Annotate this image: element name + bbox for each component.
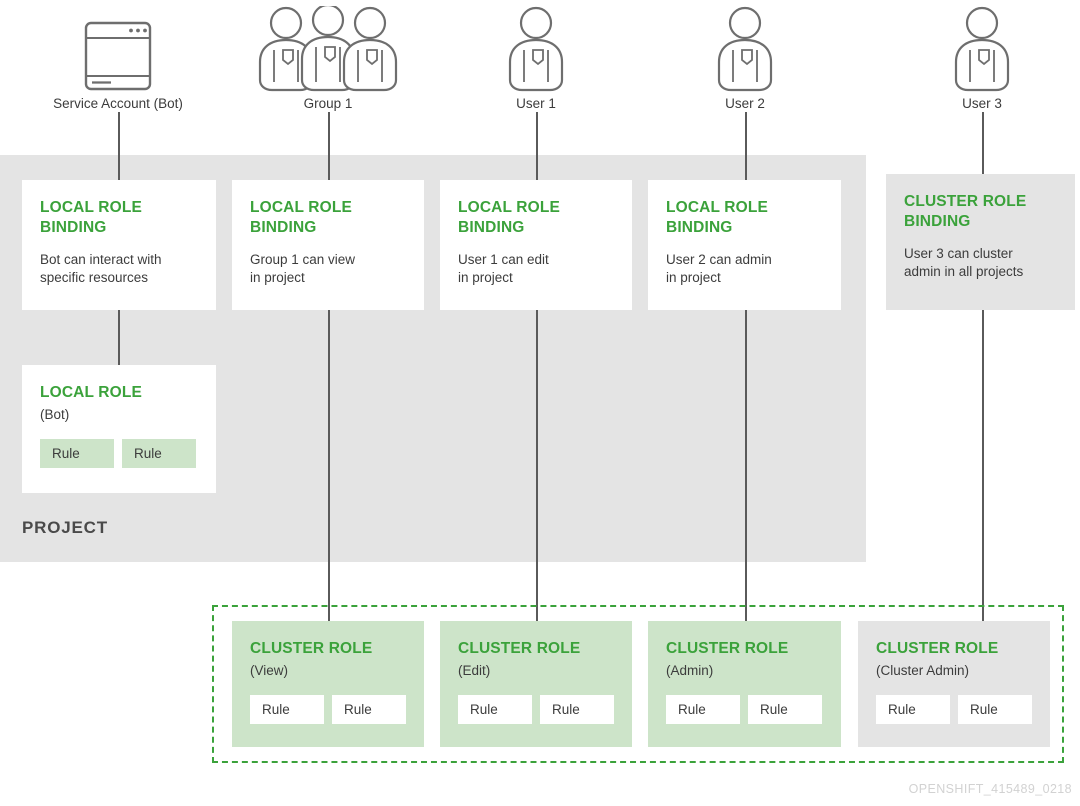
card-subtitle: (Edit) xyxy=(458,662,491,678)
rule-list: Rule Rule xyxy=(666,695,823,725)
connector-user1 xyxy=(536,112,538,180)
rule-list: Rule Rule xyxy=(250,695,406,725)
rule-chip: Rule xyxy=(958,695,1032,725)
rule-list: Rule Rule xyxy=(876,695,1032,725)
card-title: CLUSTER ROLE xyxy=(250,640,373,657)
card-subtitle: (Admin) xyxy=(666,662,714,678)
person-icon xyxy=(645,4,845,92)
cluster-scope-boundary xyxy=(212,605,1064,763)
connector-user2-lower xyxy=(745,310,747,630)
card-subtitle: (Cluster Admin) xyxy=(876,662,970,678)
card-subtitle: (Bot) xyxy=(40,406,70,422)
card-subtitle: (View) xyxy=(250,662,289,678)
cluster-role-card-cluster-admin: CLUSTER ROLE (Cluster Admin) Rule Rule xyxy=(858,621,1050,747)
rule-chip: Rule xyxy=(332,695,406,725)
local-role-card: LOCAL ROLE (Bot) Rule Rule xyxy=(22,365,216,493)
connector-service-account-top xyxy=(118,112,120,180)
card-title: LOCAL ROLE xyxy=(40,384,142,401)
connector-user3 xyxy=(982,112,984,180)
connector-user3-lower xyxy=(982,310,984,630)
cluster-role-card-admin: CLUSTER ROLE (Admin) Rule Rule xyxy=(648,621,841,747)
rule-chip: Rule xyxy=(748,695,822,725)
connector-user2 xyxy=(745,112,747,180)
watermark-label: OPENSHIFT_415489_0218 xyxy=(908,782,1072,796)
rule-chip: Rule xyxy=(40,439,114,469)
actor-user3: User 3 xyxy=(882,4,1080,111)
cluster-role-card-edit: CLUSTER ROLE (Edit) Rule Rule xyxy=(440,621,632,747)
group-of-people-icon xyxy=(228,4,428,92)
connector-user1-lower xyxy=(536,310,538,630)
connector-group1-lower xyxy=(328,310,330,630)
rule-chip: Rule xyxy=(666,695,740,725)
card-title: CLUSTER ROLE xyxy=(458,640,581,657)
actor-user1: User 1 xyxy=(436,4,636,111)
actor-label: Service Account (Bot) xyxy=(53,96,183,111)
rule-chip: Rule xyxy=(250,695,324,725)
actor-label: User 1 xyxy=(516,96,556,111)
card-title: CLUSTER ROLE xyxy=(666,640,789,657)
rule-chip: Rule xyxy=(122,439,196,469)
rule-list: Rule Rule xyxy=(458,695,614,725)
actor-group1: Group 1 xyxy=(228,4,428,111)
browser-window-icon xyxy=(18,4,218,92)
actor-user2: User 2 xyxy=(645,4,845,111)
person-icon xyxy=(882,4,1080,92)
connector-group1 xyxy=(328,112,330,180)
actor-label: User 2 xyxy=(725,96,765,111)
actor-label: User 3 xyxy=(962,96,1002,111)
rule-chip: Rule xyxy=(458,695,532,725)
actor-service-account: Service Account (Bot) xyxy=(18,4,218,111)
rule-list: Rule Rule xyxy=(40,439,198,469)
connector-service-account-mid xyxy=(118,310,120,365)
rule-chip: Rule xyxy=(876,695,950,725)
actor-label: Group 1 xyxy=(303,96,353,111)
project-label: PROJECT xyxy=(22,518,108,537)
rule-chip: Rule xyxy=(540,695,614,725)
person-icon xyxy=(436,4,636,92)
card-title: CLUSTER ROLE xyxy=(876,640,999,657)
cluster-role-card-view: CLUSTER ROLE (View) Rule Rule xyxy=(232,621,424,747)
